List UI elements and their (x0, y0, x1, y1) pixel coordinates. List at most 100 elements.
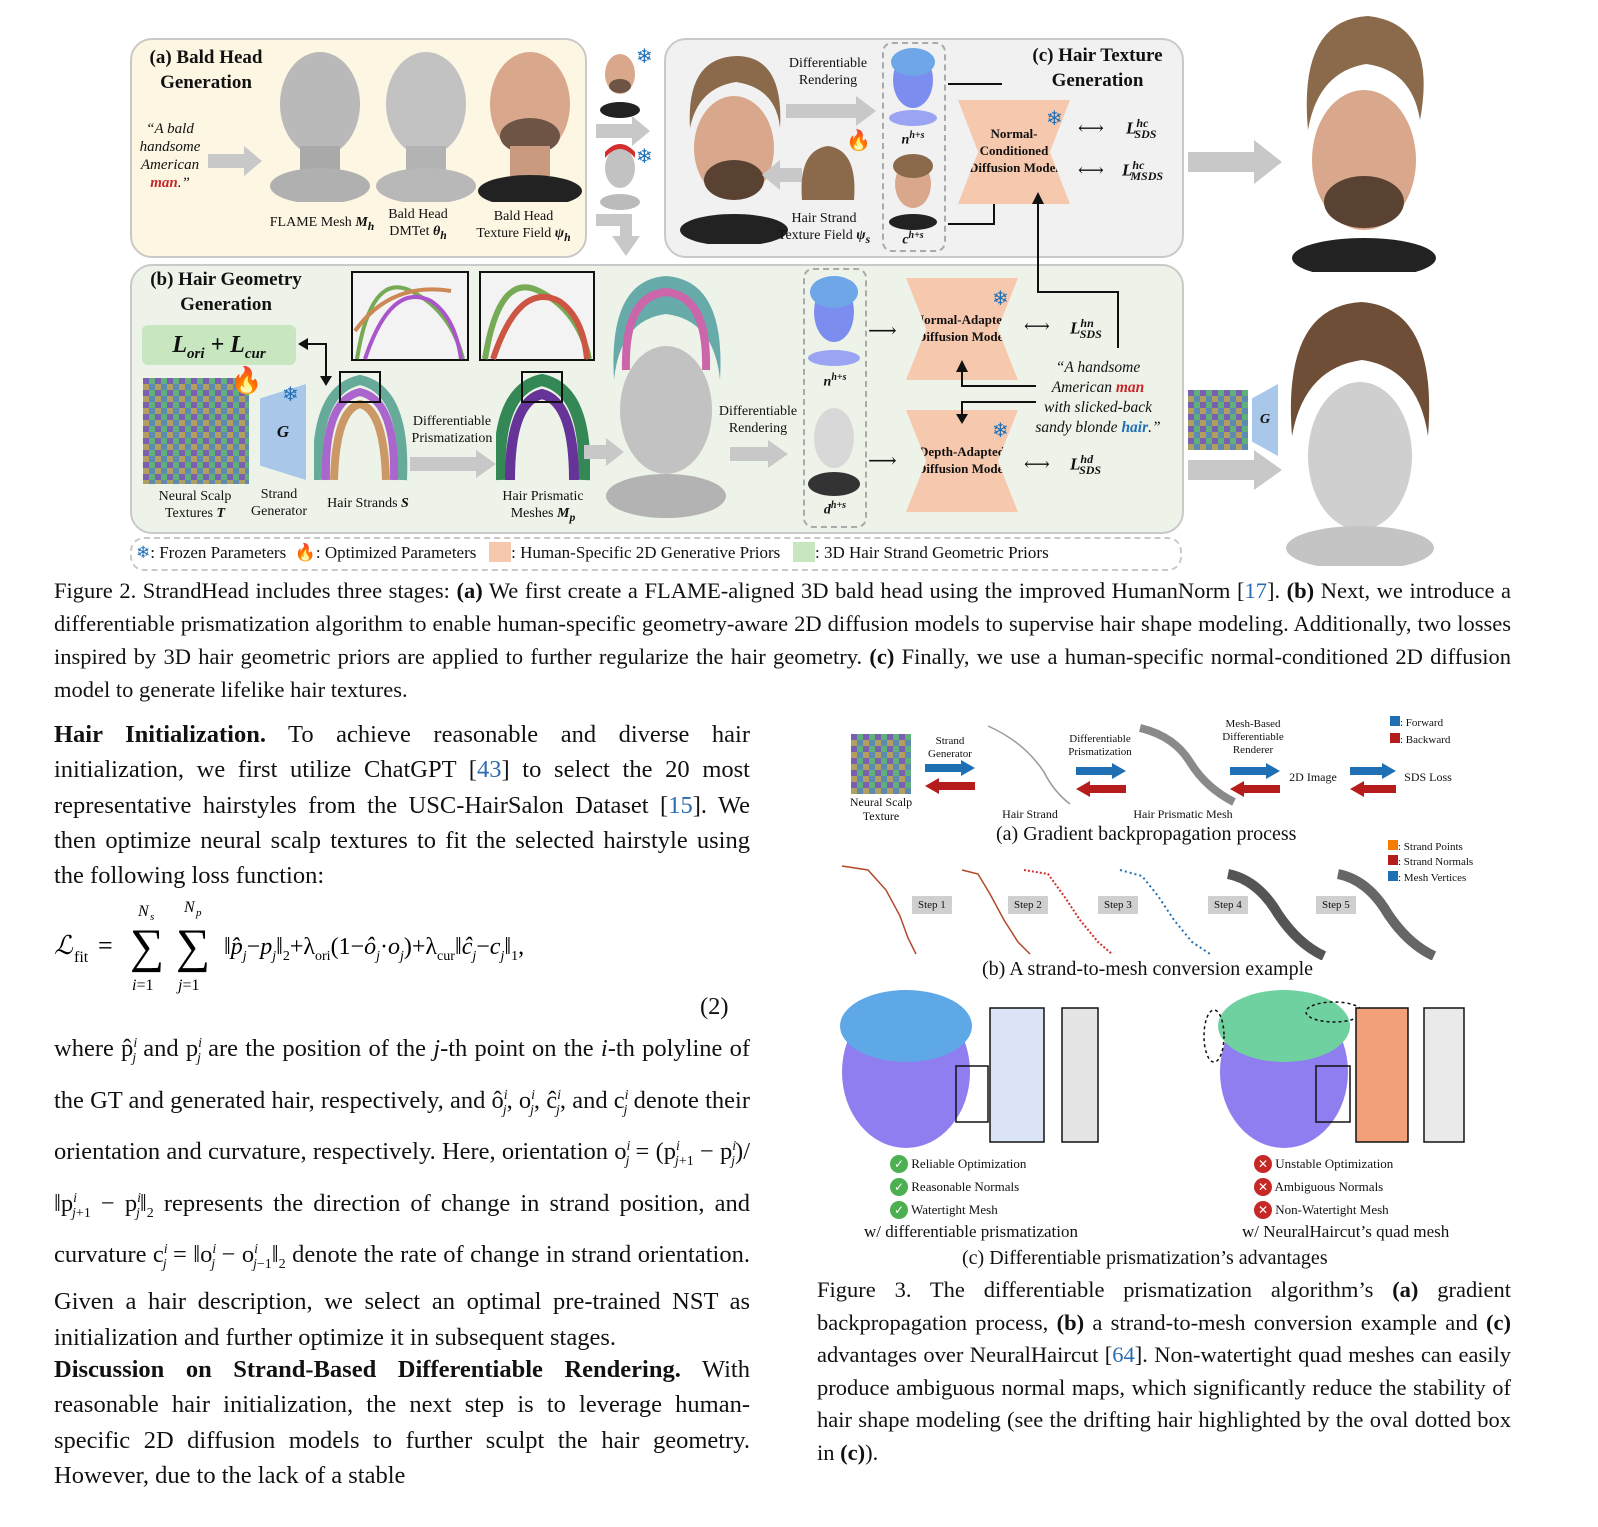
red-swatch (1390, 733, 1400, 743)
bald-texture-render (478, 46, 582, 202)
blue-swatch (1390, 716, 1400, 726)
legend-hair: : 3D Hair Strand Geometric Priors (815, 543, 1049, 562)
bald-dmtet-label: Bald Head DMTet θh (378, 207, 458, 243)
prism-label: DifferentiablePrismatization (402, 414, 502, 448)
peach-swatch (489, 542, 511, 562)
fig3-mesh-label: Hair Prismatic Mesh (1118, 807, 1248, 821)
fig3b-legend-vertices: : Mesh Vertices (1388, 871, 1466, 885)
loss-hc-msds: LhcMSDS (1122, 158, 1163, 184)
svg-text:‖p̂j−pj‖2+λori(1−ôj·oj)+λcur‖ĉ: ‖p̂j−pj‖2+λori(1−ôj·oj)+λcur‖ĉj−cj‖1, (224, 934, 524, 964)
fig3b-caption: (b) A strand-to-mesh conversion example (982, 958, 1313, 981)
fig3b-step-5: Step 5 (1316, 896, 1356, 914)
fig3b-legend-points: : Strand Points (1388, 840, 1463, 854)
panel-a-title: (a) Bald Head Generation (136, 46, 276, 95)
fig3a-caption: (a) Gradient backpropagation process (996, 823, 1296, 846)
c-normal-map (888, 44, 938, 128)
svg-text:∑: ∑ (176, 920, 210, 973)
hair-meshes-label: Hair PrismaticMeshes Mp (486, 489, 600, 525)
svg-text:N: N (137, 903, 150, 920)
panel-a-prompt: “A bald handsome American man.” (130, 120, 210, 192)
left-paragraph-3: Discussion on Strand-Based Differentiabl… (54, 1352, 750, 1493)
orange-swatch (1388, 840, 1398, 850)
fig3b-step-1: Step 1 (912, 896, 952, 914)
legend-human: : Human-Specific 2D Generative Priors (511, 543, 780, 562)
citation-link[interactable]: 15 (668, 792, 693, 819)
c-color-label: ch+s (888, 230, 938, 249)
hair-strands-render (314, 370, 408, 490)
svg-text:∑: ∑ (130, 920, 164, 973)
c-normal-label: nh+s (888, 130, 938, 149)
nst-label: Neural ScalpTextures T (140, 489, 250, 523)
fig3-fwd-bwd-arrows-4 (1350, 763, 1396, 797)
legend: ❄: Frozen Parameters 🔥: Optimized Parame… (136, 542, 1049, 563)
snowflake-icon: ❄ (1046, 106, 1063, 131)
snowflake-icon: ❄ (282, 382, 299, 407)
gray-arrow (596, 116, 650, 146)
equation-number: (2) (700, 993, 729, 1021)
citation-link[interactable]: 17 (1244, 578, 1267, 603)
svg-text:j=1: j=1 (176, 977, 199, 994)
fig3c-bad-head (1188, 986, 1470, 1154)
svg-text:i=1: i=1 (132, 977, 153, 994)
snowflake-icon: ❄ (636, 144, 653, 169)
fig3c-good-3: ✓ Watertight Mesh (890, 1201, 998, 1219)
fig3c-bad-3: ✕ Non-Watertight Mesh (1254, 1201, 1389, 1219)
fig3c-bad-2: ✕ Ambiguous Normals (1254, 1178, 1383, 1196)
left-paragraph-2: where p̂ij and pij are the position of t… (54, 1026, 750, 1357)
gray-arrow (730, 440, 788, 468)
flame-mesh-label: FLAME Mesh Mh (262, 215, 382, 234)
snowflake-icon: ❄ (136, 543, 150, 562)
hair-prompt: “A handsome American man with slicked-ba… (1028, 358, 1168, 439)
figure-3-caption: Figure 3. The differentiable prismatizat… (817, 1274, 1511, 1469)
geometry-head-render (604, 270, 730, 518)
legend-optimized: : Optimized Parameters (316, 543, 477, 562)
snowflake-icon: ❄ (636, 44, 653, 69)
double-arrow: ⟷ (1078, 160, 1104, 181)
gray-arrow (410, 450, 496, 478)
fig3-legend-backward: : Backward (1390, 733, 1450, 747)
fig3b-legend-normals: : Strand Normals (1388, 855, 1473, 869)
cross-icon: ✕ (1254, 1155, 1272, 1173)
final-textured-head (1288, 10, 1438, 272)
citation-link[interactable]: 64 (1112, 1342, 1135, 1367)
fig3c-bad-1: ✕ Unstable Optimization (1254, 1155, 1393, 1173)
double-arrow: ⟷ (1078, 118, 1104, 139)
red-swatch (1388, 855, 1398, 865)
cross-icon: ✕ (1254, 1201, 1272, 1219)
fig3c-caption: (c) Differentiable prismatization’s adva… (962, 1247, 1328, 1270)
equation-2: ℒ fit = ∑ N s i=1 ∑ N p j=1 ‖p̂j−pj‖2+λo… (54, 898, 750, 994)
hair-strand-texture-label: Hair Strand Texture Field ψs (764, 211, 884, 247)
green-swatch (793, 542, 815, 562)
fire-icon: 🔥 (230, 366, 262, 396)
double-arrow: ⟷ (1024, 454, 1050, 475)
gray-arrow (208, 146, 262, 176)
arrow-right-icon: ⟶ (868, 318, 897, 343)
flame-mesh-render (268, 46, 372, 202)
gray-arrow (786, 96, 876, 126)
fig3b-step-4: Step 4 (1208, 896, 1248, 914)
fig3-fwd-bwd-arrows-3 (1230, 763, 1280, 797)
final-geometry-head (1282, 296, 1438, 566)
fig3-2d-image-label: 2D Image (1281, 770, 1345, 784)
figure-2-caption: Figure 2. StrandHead includes three stag… (54, 574, 1511, 706)
fig3c-good-2: ✓ Reasonable Normals (890, 1178, 1019, 1196)
gray-arrow (1188, 140, 1282, 184)
hair-strands-label: Hair Strands S (318, 496, 418, 513)
bald-texture-label: Bald Head Texture Field ψh (466, 209, 581, 245)
fig3-fwd-bwd-arrows-2 (1076, 763, 1126, 797)
bald-dmtet-render (374, 46, 478, 202)
right-scalp-texture-image (1188, 390, 1248, 450)
citation-link[interactable]: 43 (477, 756, 502, 783)
fig3-scalp-texture (851, 734, 911, 794)
fig3-hair-strand-label: Hair Strand (990, 807, 1070, 821)
fig3b-step-3: Step 3 (1098, 896, 1138, 914)
svg-text:=: = (98, 931, 113, 960)
fig3c-good-label: w/ differentiable prismatization (864, 1222, 1078, 1242)
